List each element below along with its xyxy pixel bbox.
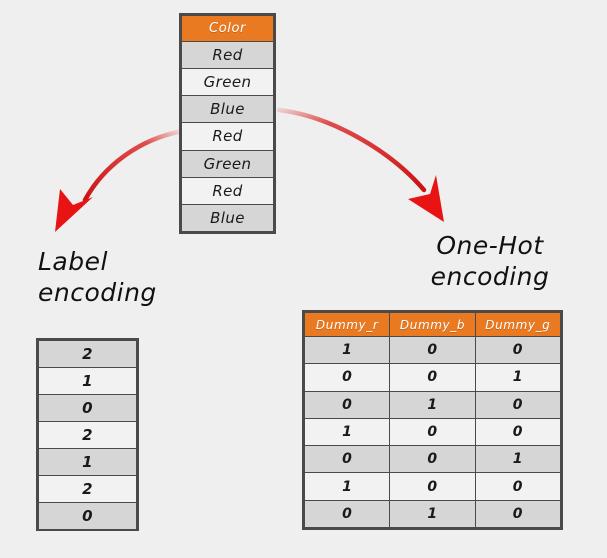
column-header-dummy-b: Dummy_b bbox=[389, 312, 476, 337]
label-encoding-caption: Label encoding bbox=[38, 247, 157, 308]
one-hot-encoding-table: Dummy_r Dummy_b Dummy_g 1 0 0 0 0 1 0 bbox=[302, 310, 563, 530]
cell-onehot-4-0: 0 bbox=[303, 445, 391, 474]
color-source-table: Color Red Green Blue Red Green Red Blue bbox=[179, 13, 276, 234]
cell-onehot-6-2: 0 bbox=[474, 499, 562, 529]
cell-color-0: Red bbox=[181, 40, 274, 70]
cell-color-5: Red bbox=[181, 176, 274, 205]
table-header-row: Color bbox=[181, 15, 274, 42]
cell-label-4: 1 bbox=[38, 448, 137, 476]
cell-label-1: 1 bbox=[38, 367, 137, 395]
cell-label-0: 2 bbox=[38, 340, 137, 368]
table-row: 0 1 0 bbox=[303, 390, 562, 419]
cell-onehot-5-1: 0 bbox=[389, 472, 476, 501]
table-row: Red bbox=[181, 40, 274, 70]
column-header-color: Color bbox=[181, 15, 274, 42]
arrow-to-one-hot-encoding bbox=[276, 107, 444, 222]
cell-onehot-2-2: 0 bbox=[474, 390, 562, 419]
table-row: Green bbox=[181, 149, 274, 178]
cell-onehot-1-2: 1 bbox=[474, 363, 562, 392]
one-hot-encoding-caption: One-Hot encoding bbox=[430, 231, 550, 292]
cell-color-3: Red bbox=[181, 122, 274, 151]
table-row: 1 0 0 bbox=[303, 472, 562, 501]
cell-color-4: Green bbox=[181, 149, 274, 178]
cell-label-6: 0 bbox=[38, 502, 137, 530]
arrow-to-label-encoding bbox=[55, 129, 181, 232]
cell-onehot-5-0: 1 bbox=[303, 472, 391, 501]
cell-onehot-1-1: 0 bbox=[389, 363, 476, 392]
table-row: 0 bbox=[38, 394, 137, 422]
cell-onehot-4-1: 0 bbox=[389, 445, 476, 474]
cell-onehot-1-0: 0 bbox=[303, 363, 391, 392]
table-row: 0 0 1 bbox=[303, 363, 562, 392]
column-header-dummy-g: Dummy_g bbox=[474, 312, 562, 337]
cell-onehot-0-2: 0 bbox=[474, 335, 562, 365]
column-header-dummy-r: Dummy_r bbox=[303, 312, 391, 337]
cell-onehot-0-1: 0 bbox=[389, 335, 476, 365]
cell-onehot-6-0: 0 bbox=[303, 499, 391, 529]
cell-onehot-5-2: 0 bbox=[474, 472, 562, 501]
table-row: Blue bbox=[181, 95, 274, 124]
table-row: 1 0 0 bbox=[303, 335, 562, 365]
cell-color-2: Blue bbox=[181, 95, 274, 124]
table-header-row: Dummy_r Dummy_b Dummy_g bbox=[303, 312, 562, 337]
cell-color-6: Blue bbox=[181, 203, 274, 233]
table-row: Red bbox=[181, 122, 274, 151]
table-row: 1 bbox=[38, 448, 137, 476]
cell-onehot-4-2: 1 bbox=[474, 445, 562, 474]
cell-label-5: 2 bbox=[38, 475, 137, 503]
cell-onehot-3-0: 1 bbox=[303, 417, 391, 447]
cell-color-1: Green bbox=[181, 68, 274, 97]
cell-label-2: 0 bbox=[38, 394, 137, 422]
label-encoding-table: 2 1 0 2 1 2 0 bbox=[36, 338, 139, 531]
table-row: 2 bbox=[38, 421, 137, 449]
cell-onehot-2-0: 0 bbox=[303, 390, 391, 419]
cell-onehot-6-1: 1 bbox=[389, 499, 476, 529]
table-row: 2 bbox=[38, 475, 137, 503]
cell-onehot-2-1: 1 bbox=[389, 390, 476, 419]
cell-label-3: 2 bbox=[38, 421, 137, 449]
table-row: 1 0 0 bbox=[303, 417, 562, 447]
table-row: Red bbox=[181, 176, 274, 205]
cell-onehot-3-1: 0 bbox=[389, 417, 476, 447]
table-row: 0 0 1 bbox=[303, 445, 562, 474]
table-row: 2 bbox=[38, 340, 137, 368]
table-row: Green bbox=[181, 68, 274, 97]
table-row: 1 bbox=[38, 367, 137, 395]
cell-onehot-3-2: 0 bbox=[474, 417, 562, 447]
cell-onehot-0-0: 1 bbox=[303, 335, 391, 365]
table-row: 0 1 0 bbox=[303, 499, 562, 529]
table-row: Blue bbox=[181, 203, 274, 233]
table-row: 0 bbox=[38, 502, 137, 530]
